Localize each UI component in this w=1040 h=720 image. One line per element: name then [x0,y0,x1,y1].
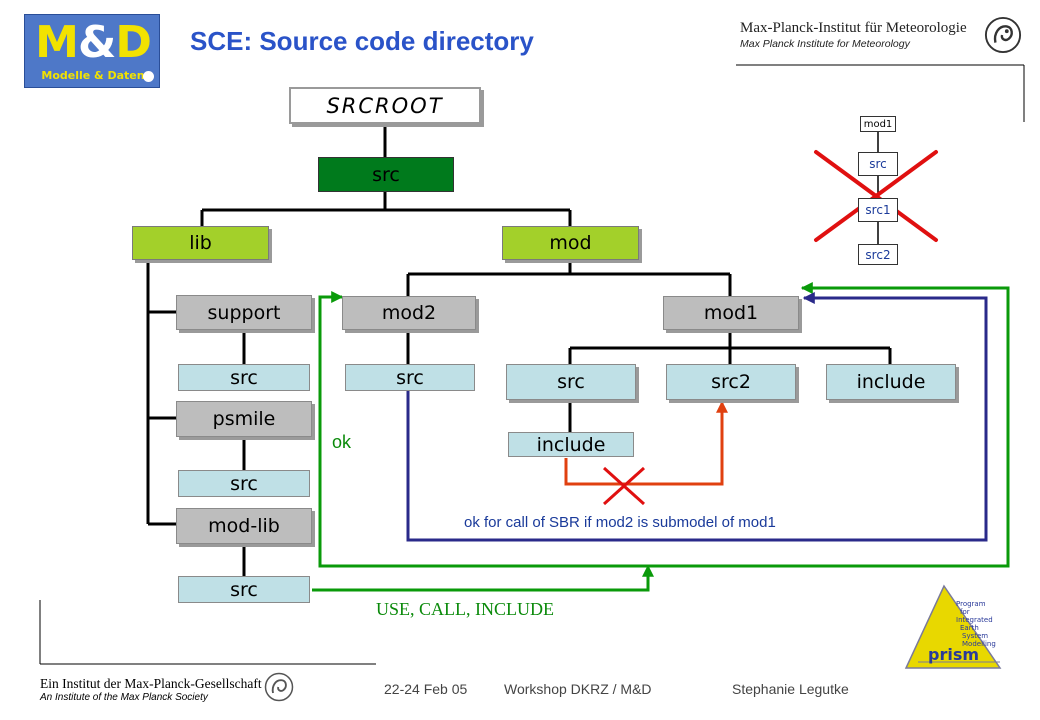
prism-logo: Program for Integrated Earth System Mode… [904,584,1002,669]
use-call-include-label: USE, CALL, INCLUDE [376,599,554,619]
lib-box: lib [132,226,269,260]
prism-line-4: Earth [960,624,979,632]
footer-institute: Ein Institut der Max-Planck-Gesellschaft [40,676,262,691]
prism-line-1: Program [956,600,986,608]
md-logo-tagline: Modelle & Daten [41,69,145,82]
mod2-src-box: src [345,364,475,391]
prism-word: prism [928,645,979,664]
mod2-box: mod2 [342,296,476,330]
support-box: support [176,295,312,330]
footer-institute-subtitle: An Institute of the Max Planck Society [40,692,208,703]
prism-line-3: Integrated [956,616,993,624]
invalid-mod1-box: mod1 [860,116,896,132]
footer-date: 22-24 Feb 05 [384,681,468,697]
mod-box: mod [502,226,639,260]
src-box: src [318,157,454,192]
invalid-example-cross [814,150,938,242]
ok-label: ok [332,432,352,452]
mod1-src-include-box: include [508,432,634,457]
prism-line-2: for [960,608,970,616]
invalid-src-box: src [858,152,898,176]
support-src-box: src [178,364,310,391]
header-rules [736,64,1025,122]
srcroot-box: SRCROOT [289,87,481,124]
invalid-src2-box: src2 [858,244,898,265]
mod1-src-box: src [506,364,636,400]
globe-icon [143,71,154,82]
mod1-include-box: include [826,364,956,400]
md-logo-letters: M&D [35,17,152,68]
sbr-note: ok for call of SBR if mod2 is submodel o… [464,514,776,531]
institute-name: Max-Planck-Institut für Meteorologie [740,20,967,36]
footer-author: Stephanie Legutke [732,681,849,697]
blue-sbr-arrow [406,292,988,542]
red-include-arrow [564,400,728,486]
footer-rules [39,600,376,665]
mod-lib-src-box: src [178,576,310,603]
mod1-box: mod1 [663,296,799,330]
mod1-src2-box: src2 [666,364,796,400]
tree-connectors [146,124,892,576]
mod-lib-box: mod-lib [176,508,312,544]
minerva-footer-icon [264,672,294,702]
red-include-cross [602,466,646,506]
psmile-box: psmile [176,401,312,437]
invalid-src1-box: src1 [858,198,898,222]
prism-line-6: Modelling [962,640,996,648]
green-use-arrows [312,282,1010,592]
psmile-src-box: src [178,470,310,497]
minerva-emblem-icon [984,16,1022,54]
slide-title: SCE: Source code directory [190,26,534,56]
footer-event: Workshop DKRZ / M&D [504,681,652,697]
prism-line-5: System [962,632,988,640]
institute-subtitle: Max Planck Institute for Meteorology [740,38,910,50]
md-logo: M&D Modelle & Daten [24,14,160,88]
